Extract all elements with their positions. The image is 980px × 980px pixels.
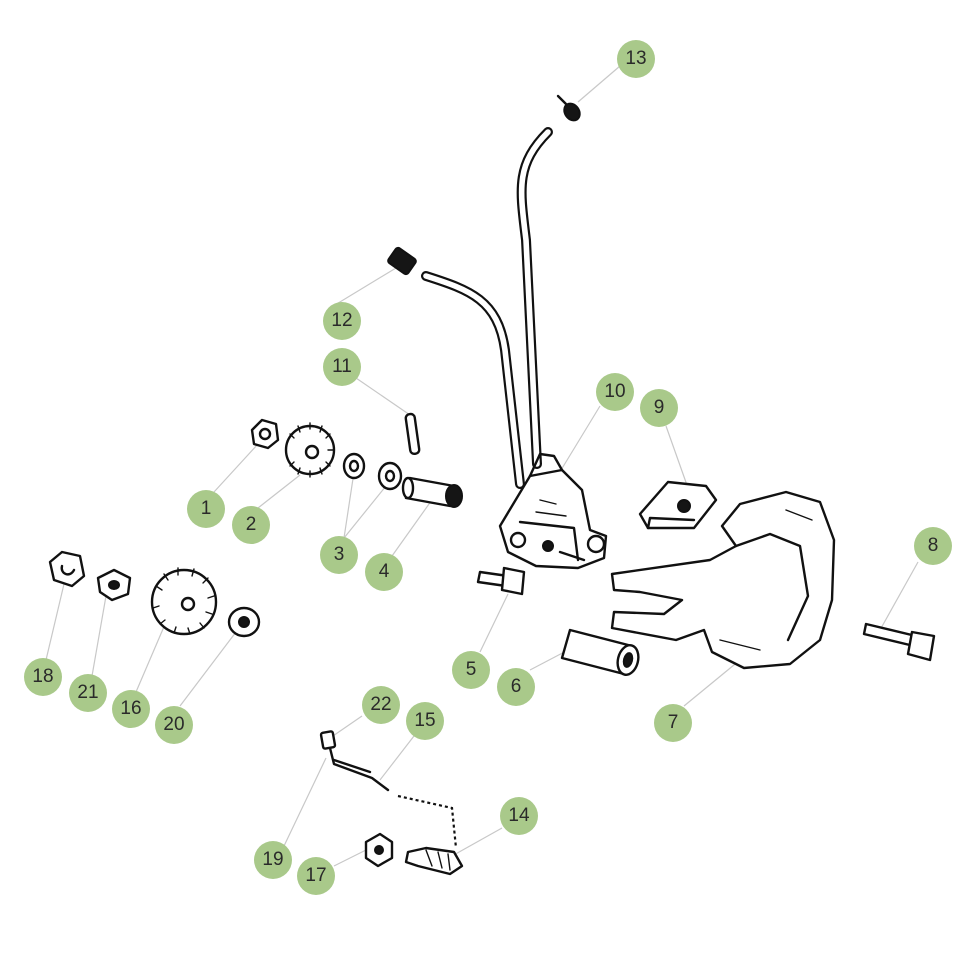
callout-16: 16 <box>112 690 150 728</box>
short-bolt <box>476 566 526 596</box>
callout-6: 6 <box>497 668 535 706</box>
callout-8: 8 <box>914 527 952 565</box>
bracket-plate <box>638 480 718 530</box>
callout-9: 9 <box>640 389 678 427</box>
nut-upper <box>250 418 280 450</box>
callout-17: 17 <box>297 857 335 895</box>
pipe-end-fitting <box>556 94 581 122</box>
nut-lower <box>48 550 86 588</box>
long-bolt <box>862 622 936 662</box>
main-delivery-pipe <box>516 127 553 469</box>
callout-15: 15 <box>406 702 444 740</box>
gear-upper <box>284 422 336 478</box>
washer-lower <box>96 568 132 602</box>
callout-20: 20 <box>155 706 193 744</box>
spacer-sleeve <box>560 628 640 676</box>
callout-11: 11 <box>323 348 361 386</box>
callout-4: 4 <box>365 553 403 591</box>
drive-shaft <box>401 476 463 508</box>
cover-casting <box>610 490 836 670</box>
callout-2: 2 <box>232 506 270 544</box>
spring-linkage <box>319 730 458 849</box>
secondary-pipe <box>421 271 525 489</box>
callout-3: 3 <box>320 536 358 574</box>
callout-22: 22 <box>362 686 400 724</box>
pipe-cap <box>387 246 417 276</box>
callout-1: 1 <box>187 490 225 528</box>
leader-lines <box>45 65 919 867</box>
callout-21: 21 <box>69 674 107 712</box>
washer-small <box>227 606 261 638</box>
callout-7: 7 <box>654 704 692 742</box>
oil-pump-body <box>498 452 608 570</box>
callout-12: 12 <box>323 302 361 340</box>
small-nut <box>364 832 394 868</box>
callout-19: 19 <box>254 841 292 879</box>
adjuster-screw <box>404 846 464 876</box>
gear-lower <box>150 567 218 636</box>
washers <box>342 452 403 491</box>
callout-14: 14 <box>500 797 538 835</box>
callout-5: 5 <box>452 651 490 689</box>
callout-10: 10 <box>596 373 634 411</box>
pin <box>404 412 421 456</box>
callout-13: 13 <box>617 40 655 78</box>
callout-18: 18 <box>24 658 62 696</box>
